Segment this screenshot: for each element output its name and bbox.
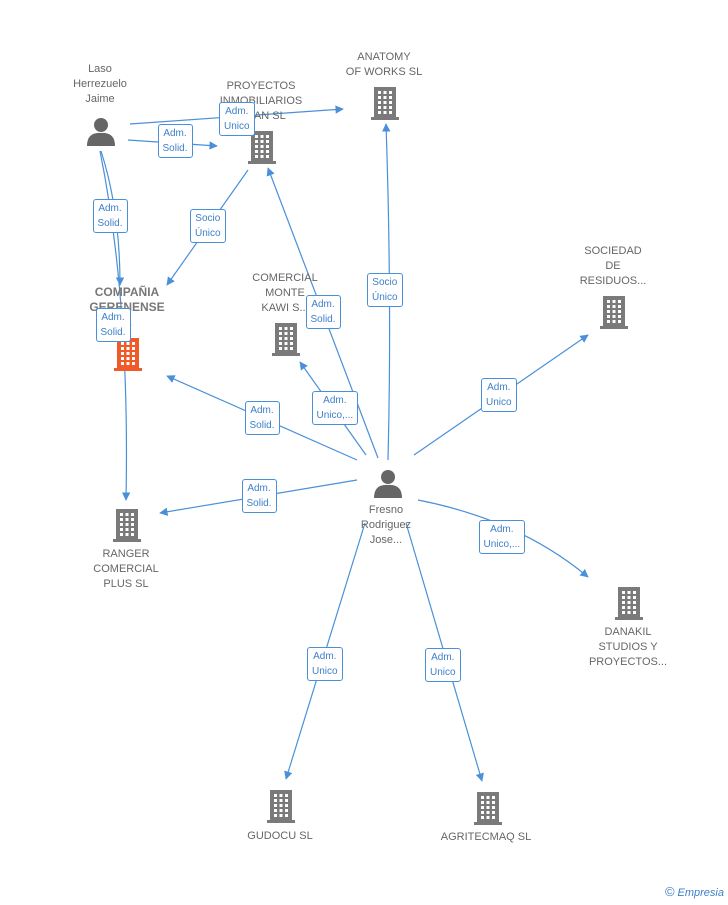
edge-role-line: Unico: [224, 121, 250, 132]
edge-role-line: Unico,...: [483, 539, 521, 550]
building-icon[interactable]: [267, 790, 295, 823]
edge-role-badge[interactable]: Adm. Unico: [425, 648, 461, 682]
edge-role-line: Socio: [372, 277, 398, 288]
edge-role-line: Adm.: [225, 106, 249, 117]
edge-role-line: Adm.: [163, 128, 187, 139]
node-label-sociedad[interactable]: SOCIEDAD DE RESIDUOS...: [563, 244, 663, 289]
node-label-line: PLUS SL: [103, 578, 149, 590]
building-icon[interactable]: [474, 792, 502, 825]
node-label-line: COMERCIAL: [252, 272, 318, 284]
node-label-line: Fresno: [368, 504, 404, 516]
building-icon[interactable]: [114, 338, 142, 371]
node-label-line: PROYECTOS: [226, 80, 296, 92]
edge-role-line: Adm.: [98, 203, 122, 214]
node-label-danakil[interactable]: DANAKIL STUDIOS Y PROYECTOS...: [573, 625, 683, 670]
node-label-line: Herrezuelo: [73, 78, 127, 90]
building-icon[interactable]: [615, 587, 643, 620]
watermark-text: Empresia: [677, 887, 724, 899]
node-label-line: RESIDUOS...: [579, 275, 647, 287]
node-label-line: STUDIOS Y: [598, 641, 658, 653]
edge-role-line: Adm.: [323, 395, 347, 406]
edge-role-line: Unico: [486, 397, 512, 408]
edge-role-badge[interactable]: Adm. Unico: [219, 102, 255, 136]
edge-role-line: Adm.: [431, 652, 455, 663]
node-label-line: Laso: [88, 63, 112, 75]
node-label-line: KAWI S...: [261, 302, 309, 314]
edge-role-line: Adm.: [247, 483, 271, 494]
edge-role-badge[interactable]: Adm. Solid.: [157, 124, 193, 158]
edge-role-badge[interactable]: Adm. Unico: [481, 378, 517, 412]
node-label-line: OF WORKS SL: [345, 66, 423, 78]
person-icon[interactable]: [87, 118, 115, 146]
node-label-line: SOCIEDAD: [584, 245, 642, 257]
edge-role-line: Único: [195, 228, 221, 239]
edge-role-badge[interactable]: Adm. Solid.: [244, 401, 280, 435]
node-label-line: PROYECTOS...: [588, 656, 668, 668]
building-icon[interactable]: [272, 323, 300, 356]
empresia-watermark: ©Empresia: [665, 884, 724, 899]
building-icon[interactable]: [248, 131, 276, 164]
node-label-line: GUDOCU SL: [247, 830, 313, 842]
node-label-line: Rodriguez: [360, 519, 412, 531]
building-icon[interactable]: [600, 296, 628, 329]
edge-role-line: Adm.: [490, 524, 514, 535]
node-label-line: ANATOMY: [357, 51, 411, 63]
node-label-ranger[interactable]: RANGER COMERCIAL PLUS SL: [76, 547, 176, 592]
edge-role-line: Solid.: [249, 420, 275, 431]
node-label-gudocu[interactable]: GUDOCU SL: [230, 829, 330, 844]
edge-role-line: Socio: [195, 213, 221, 224]
edge-role-badge[interactable]: Adm. Solid.: [92, 199, 128, 233]
edge-role-line: Solid.: [162, 143, 188, 154]
edge-role-badge[interactable]: Adm. Unico,...: [478, 520, 526, 554]
node-label-anatomy[interactable]: ANATOMY OF WORKS SL: [329, 50, 439, 80]
node-label-line: RANGER: [102, 548, 150, 560]
node-label-line: Jaime: [85, 93, 115, 105]
edge-role-badge[interactable]: Adm. Unico: [307, 647, 343, 681]
node-label-agritecmaq[interactable]: AGRITECMAQ SL: [426, 830, 546, 845]
edge-role-badge[interactable]: Adm. Solid.: [241, 479, 277, 513]
building-icon[interactable]: [113, 509, 141, 542]
node-label-line: MONTE: [265, 287, 305, 299]
edge-role-line: Solid.: [246, 498, 272, 509]
edge-role-line: Unico: [430, 667, 456, 678]
node-label-line: COMPAÑIA: [94, 285, 160, 299]
node-label-line: DE: [605, 260, 621, 272]
person-icon[interactable]: [374, 470, 402, 498]
edge-role-line: Solid.: [310, 314, 336, 325]
node-label-comercial[interactable]: COMERCIAL MONTE KAWI S...: [235, 271, 335, 316]
node-label-line: COMERCIAL: [93, 563, 159, 575]
edge-role-line: Unico,...: [316, 410, 354, 421]
edge-role-line: Solid.: [100, 327, 126, 338]
building-icon[interactable]: [371, 87, 399, 120]
edge-role-badge[interactable]: Adm. Solid.: [305, 295, 341, 329]
node-label-line: AGRITECMAQ SL: [440, 831, 532, 843]
edge-role-badge[interactable]: Adm. Unico,...: [311, 391, 359, 425]
edge-role-line: Solid.: [97, 218, 123, 229]
edge-role-line: Adm.: [487, 382, 511, 393]
edge-role-line: Adm.: [313, 651, 337, 662]
node-label-line: DANAKIL: [604, 626, 652, 638]
copyright-icon: ©: [664, 884, 675, 899]
edge-role-line: Único: [372, 292, 398, 303]
edge-role-line: Adm.: [101, 312, 125, 323]
node-label-line: Jose...: [369, 534, 403, 546]
edge-role-badge[interactable]: Adm. Solid.: [95, 308, 131, 342]
edge-role-line: Unico: [312, 666, 338, 677]
edge-role-line: Adm.: [250, 405, 274, 416]
edge-role-line: Adm.: [311, 299, 335, 310]
